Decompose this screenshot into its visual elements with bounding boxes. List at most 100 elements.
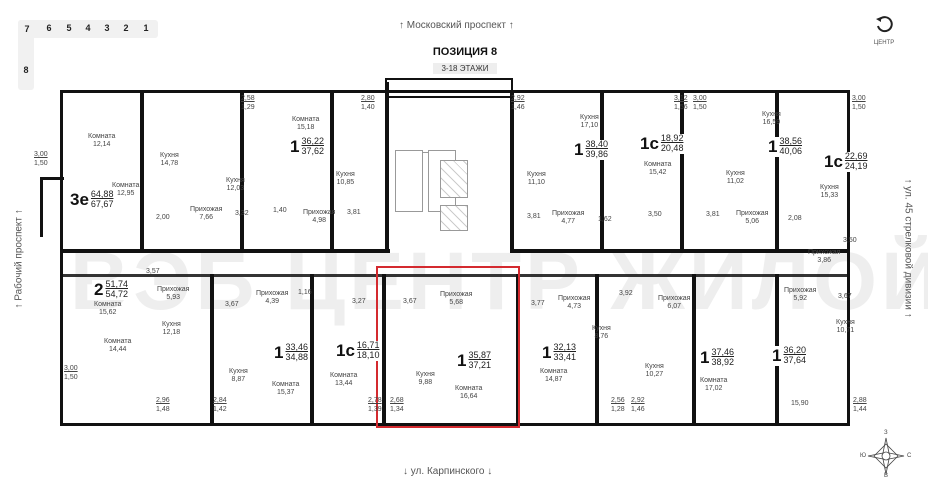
floor-plan — [40, 78, 880, 427]
floor-column — [18, 20, 34, 90]
floor-8-button[interactable]: 8 — [23, 65, 29, 75]
room-label: 3,77 — [531, 300, 545, 307]
compass-east-label: С — [907, 453, 912, 459]
room-label: 3,50 — [843, 237, 857, 244]
floors-badge: 3-18 ЭТАЖИ — [433, 63, 497, 74]
center-button[interactable]: ЦЕНТР — [866, 14, 902, 46]
room-label: 3,67 — [838, 293, 852, 300]
room-label: 3,50 — [648, 211, 662, 218]
street-top: ↑ Московский проспект ↑ — [399, 20, 514, 31]
staircase-icon — [395, 150, 423, 212]
stair-wall — [385, 82, 389, 252]
floor-3-button[interactable]: 3 — [104, 23, 110, 33]
room-label: 3,27 — [352, 298, 366, 305]
room-label: 3,81 — [347, 209, 361, 216]
floor-2-button[interactable]: 2 — [123, 23, 129, 33]
room-label: 3,81 — [706, 211, 720, 218]
room-label: 3,57 — [146, 268, 160, 275]
street-left: ↑ Рабочий проспект ↑ — [13, 209, 25, 309]
apartment-2-a7[interactable] — [60, 250, 210, 420]
wall — [600, 90, 604, 250]
floor-1-button[interactable]: 1 — [143, 23, 149, 33]
floor-4-button[interactable]: 4 — [85, 23, 91, 33]
wall — [310, 274, 314, 426]
total-area: 67,67 — [90, 198, 114, 209]
room-label: 15,90 — [791, 400, 809, 407]
floor-6-button[interactable]: 6 — [46, 23, 52, 33]
floor-5-button[interactable]: 5 — [66, 23, 72, 33]
apartment-type: 3е — [70, 190, 89, 210]
wall — [595, 274, 599, 426]
room-label: 1,62 — [598, 216, 612, 223]
wall — [40, 177, 43, 237]
room-label: 3,67 — [225, 301, 239, 308]
living-area: 64,88 — [90, 189, 114, 199]
position-title: ПОЗИЦИЯ 8 — [432, 46, 498, 58]
rotate-ccw-icon — [876, 16, 893, 33]
apartment-3e[interactable] — [60, 90, 200, 240]
outer-wall — [60, 90, 850, 426]
room-label: 3,67 — [403, 298, 417, 305]
stair-top — [385, 78, 513, 98]
wall — [382, 274, 386, 426]
wall — [692, 274, 696, 426]
room-label: 2,00 — [156, 214, 170, 221]
wall — [510, 90, 514, 250]
elevator-icon — [440, 160, 468, 198]
wall — [210, 274, 214, 426]
wall — [40, 177, 64, 180]
corridor-wall-top — [60, 249, 390, 253]
compass-south-label: В — [884, 473, 889, 479]
wall — [140, 90, 144, 250]
wall — [775, 90, 779, 250]
elevator-icon — [440, 205, 468, 231]
floor-7-button[interactable]: 7 — [24, 24, 30, 34]
wall — [330, 90, 334, 250]
